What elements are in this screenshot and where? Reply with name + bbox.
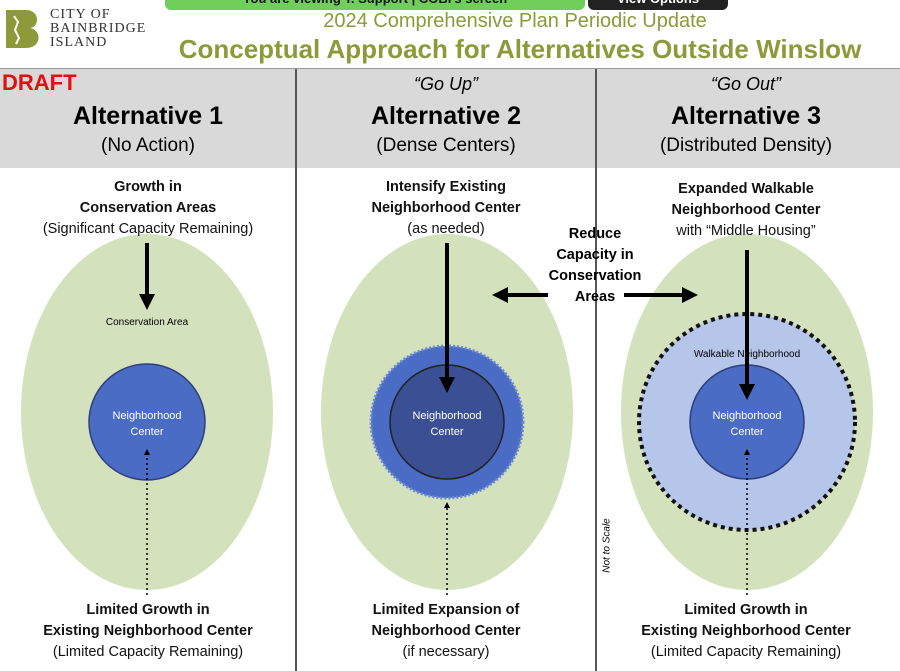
- column-divider: [595, 68, 597, 671]
- alt1-header: Alternative 1(No Action): [72, 102, 224, 156]
- view-options-button[interactable]: View Options: [588, 0, 728, 10]
- alt3-header: “Go Out”Alternative 3(Distributed Densit…: [659, 74, 833, 156]
- alt3-graphics: [621, 234, 873, 595]
- page-subtitle: 2024 Comprehensive Plan Periodic Update: [323, 10, 707, 32]
- city-logo-icon: [6, 10, 39, 48]
- alt1-graphics: [21, 234, 273, 595]
- conservation-area-label: Conservation Area: [105, 317, 189, 328]
- alt2-graphics: [321, 234, 573, 595]
- draft-label: DRAFT: [2, 70, 77, 95]
- header-band: [0, 68, 900, 168]
- screen-share-banner: You are viewing T. Support | COBI's scre…: [165, 0, 585, 10]
- not-to-scale-note: Not to Scale: [601, 518, 613, 573]
- column-divider: [295, 68, 297, 671]
- walkable-neighborhood-label: Walkable Neighborhood: [693, 349, 801, 360]
- divider: [0, 68, 900, 69]
- alt2-header: “Go Up”Alternative 2(Dense Centers): [370, 74, 522, 156]
- page-title: Conceptual Approach for Alternatives Out…: [178, 34, 862, 64]
